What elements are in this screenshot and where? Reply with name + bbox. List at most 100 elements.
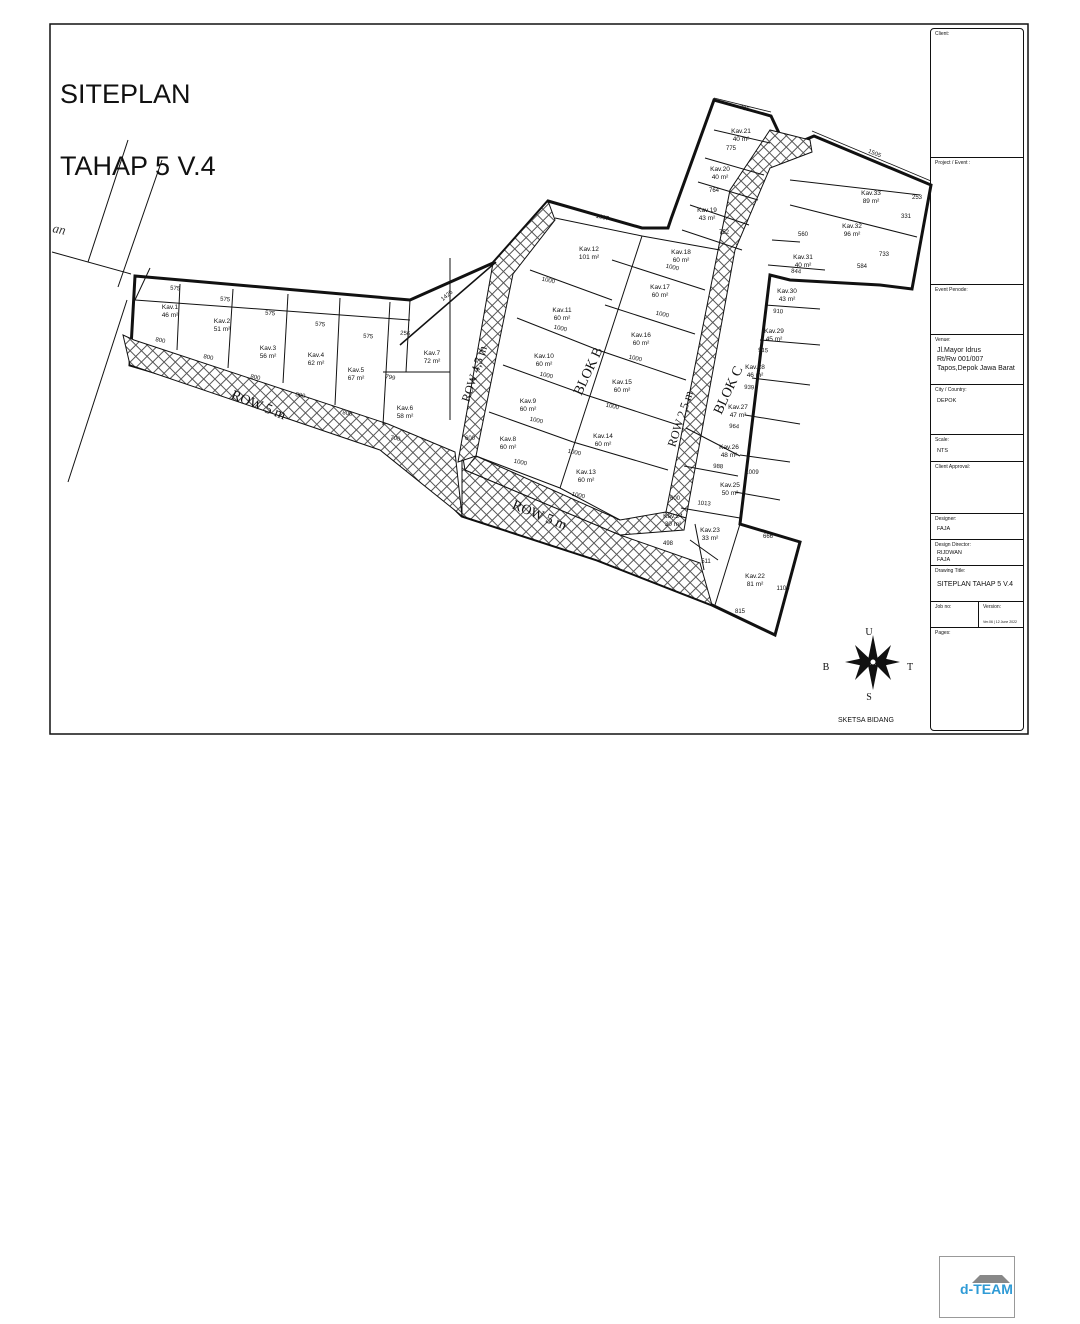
lot-area-24: 30 m²	[665, 521, 682, 528]
compass-east: T	[907, 662, 913, 673]
tb-client: Client:	[931, 29, 1023, 157]
lot-area-6: 58 m²	[397, 413, 414, 420]
lot-area-11: 60 m²	[554, 315, 571, 322]
lot-area-32: 96 m²	[844, 231, 861, 238]
tb-designer: Designer: FAJA	[931, 513, 1023, 539]
compass-south: S	[866, 692, 872, 703]
dim-top-1505: 1505	[867, 149, 882, 160]
dim-misc-7: 253	[912, 195, 923, 201]
lot-label-25: Kav.25	[720, 482, 740, 489]
lot-area-2: 51 m²	[214, 326, 231, 333]
dim-b-3: 1000	[529, 417, 544, 426]
lot-label-20: Kav.20	[710, 166, 730, 173]
city-value: DEPOK	[937, 398, 957, 404]
client-label: Client:	[935, 31, 950, 37]
dim-misc-6: 331	[901, 214, 912, 220]
lot-area-13: 60 m²	[578, 477, 595, 484]
lot-area-4: 62 m²	[308, 360, 325, 367]
drawing-value: SITEPLAN TAHAP 5 V.4	[937, 581, 1014, 588]
lot-area-3: 56 m²	[260, 353, 277, 360]
dim-top-2: 575	[265, 311, 276, 318]
block-c-east-lots	[680, 239, 826, 606]
lot-label-33: Kav.33	[861, 190, 881, 197]
lot-label-11: Kav.11	[552, 307, 572, 314]
tb-drawing: Drawing Title: SITEPLAN TAHAP 5 V.4	[931, 565, 1023, 601]
lot-area-25: 50 m²	[722, 490, 739, 497]
project-label: Project / Event :	[935, 160, 971, 166]
title-line-2: TAHAP 5 V.4	[60, 151, 216, 181]
director-value: RIJDWAN FAJA	[937, 550, 962, 563]
lot-label-26: Kav.26	[719, 444, 739, 451]
lot-area-30: 43 m²	[779, 296, 796, 303]
lot-label-30: Kav.30	[777, 288, 797, 295]
lot-label-10: Kav.10	[534, 353, 554, 360]
lot-label-23: Kav.23	[700, 527, 720, 534]
dim-c-1: 915	[758, 348, 769, 355]
road-b-bottom-strip	[464, 455, 687, 536]
dim-c-3: 964	[729, 424, 740, 431]
street-name-fragment: an	[51, 220, 67, 237]
dim-line-785	[713, 97, 772, 113]
dim-misc-10: 511	[701, 559, 711, 565]
tb-event: Event Penode:	[931, 284, 1023, 334]
drawing-label: Drawing Title:	[935, 568, 966, 574]
dim-diag: 1426	[440, 289, 455, 303]
dim-misc-9: 600	[670, 496, 681, 502]
lot-area-22: 81 m²	[747, 581, 764, 588]
lot-area-28: 46 m²	[747, 372, 764, 379]
pages-label: Pages:	[935, 630, 951, 636]
lot-area-15: 60 m²	[614, 387, 631, 394]
lot-area-14: 60 m²	[595, 441, 612, 448]
lot-area-31: 40 m²	[795, 262, 812, 269]
lot-label-9: Kav.9	[520, 398, 537, 405]
dim-misc-12: 666	[763, 534, 774, 540]
dim-c-0: 910	[773, 309, 784, 316]
lot-area-21: 40 m²	[733, 136, 750, 143]
dim-misc-4: 733	[879, 252, 890, 258]
lot-area-1: 46 m²	[162, 312, 179, 319]
dim-misc-1: 775	[726, 146, 737, 152]
dim-low-3: 800	[295, 392, 307, 400]
tb-pages: Pages: d-TEAM	[931, 627, 1023, 1318]
dim-b-1: 1000	[553, 325, 568, 334]
job-label: Job no:	[935, 604, 952, 610]
dim-misc-14: 815	[735, 609, 746, 615]
lot-area-8: 60 m²	[500, 444, 517, 451]
lot-area-27: 47 m²	[730, 412, 747, 419]
tb-project: Project / Event :	[931, 157, 1023, 284]
dim-b-5: 1000	[571, 492, 586, 501]
lot-area-19: 43 m²	[699, 215, 716, 222]
tb-scale: Scale: NTS	[931, 434, 1023, 461]
version-value: Ver.06 | 12 June 2022	[983, 620, 1017, 624]
dim-c-6: 844	[791, 269, 802, 276]
dim-top-0: 575	[170, 286, 181, 293]
dim-c-2: 939	[744, 385, 755, 392]
lot-label-1: Kav.1	[162, 304, 179, 311]
block-b-lots	[475, 217, 721, 521]
lot-label-3: Kav.3	[260, 345, 277, 352]
dim-low-1: 800	[203, 354, 215, 362]
siteplan-sheet: an	[49, 23, 1029, 735]
lot-label-19: Kav.19	[697, 207, 717, 214]
lot-label-27: Kav.27	[728, 404, 748, 411]
page-title: SITEPLAN TAHAP 5 V.4	[60, 40, 216, 220]
dim-b-2: 1000	[539, 372, 554, 381]
logo-text: d-TEAM	[960, 1281, 1013, 1297]
title-line-1: SITEPLAN	[60, 79, 191, 109]
company-logo: d-TEAM	[939, 1256, 1015, 1318]
dim-b-0: 1000	[541, 277, 556, 286]
lot-label-31: Kav.31	[793, 254, 813, 261]
dim-b-10: 1000	[567, 449, 582, 458]
lot-label-17: Kav.17	[650, 284, 670, 291]
venue-value: Jl.Mayor Idrus Rt/Rw 001/007 Tapos,Depok…	[937, 347, 1015, 372]
dim-low-2: 800	[250, 374, 262, 382]
road-row-5m-left	[122, 334, 463, 518]
dim-low-6: 700	[390, 435, 402, 443]
lot-label-12: Kav.12	[579, 246, 599, 253]
version-label: Version:	[983, 604, 1002, 610]
venue-label: Venue:	[935, 337, 951, 343]
dim-top-1007: 1007	[595, 214, 610, 223]
lot-label-7: Kav.7	[424, 350, 441, 357]
dim-misc-11: 498	[663, 541, 674, 547]
dim-low-0: 800	[155, 337, 167, 345]
